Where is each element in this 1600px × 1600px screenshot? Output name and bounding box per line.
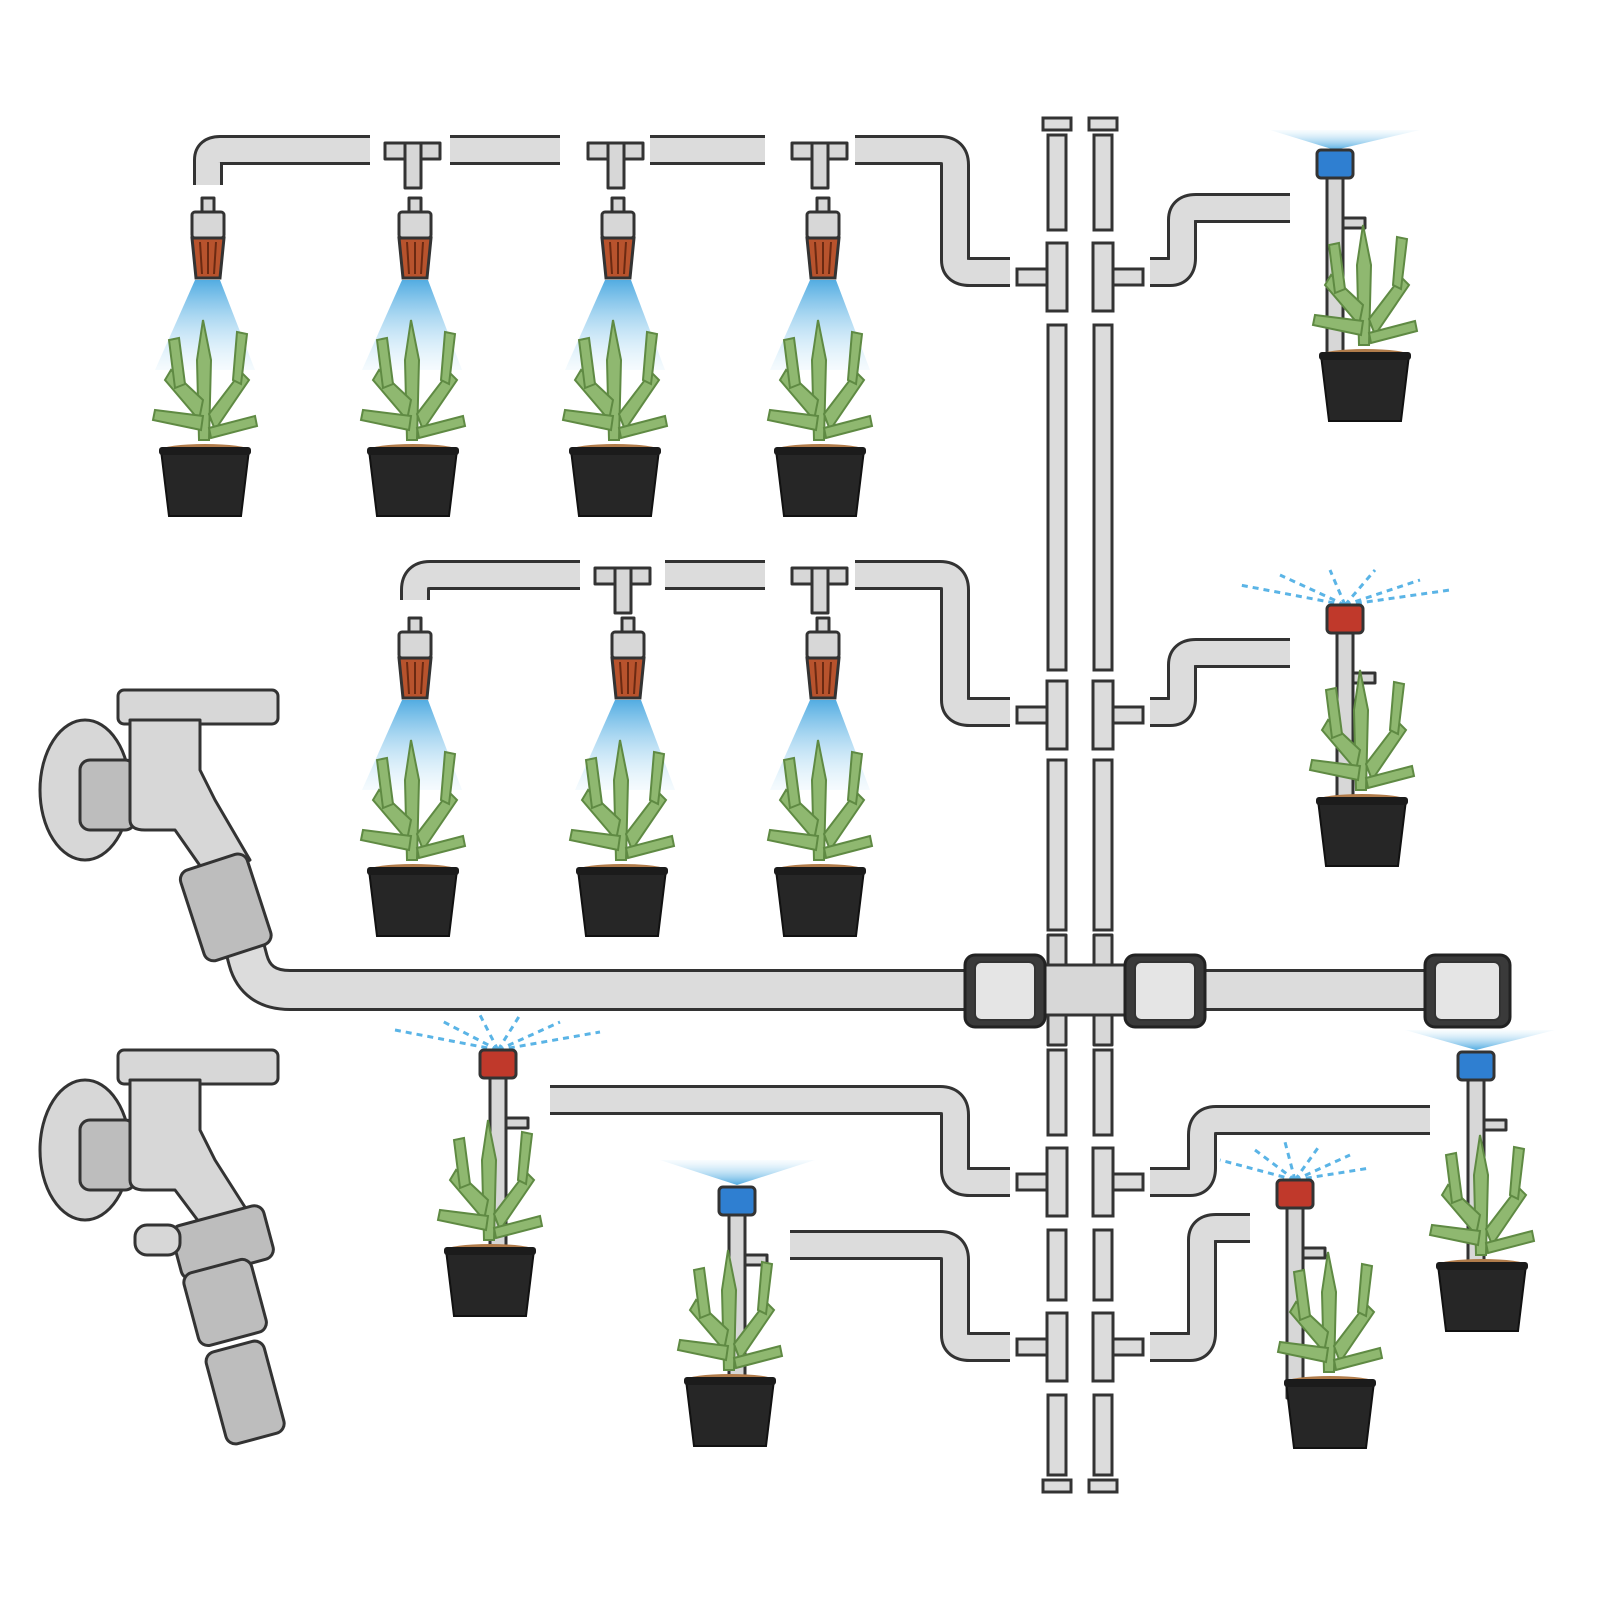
middle-row-tee-connectors: [593, 566, 849, 615]
faucet-bottom: [38, 1048, 286, 1446]
bottom-right-far-stake: [1405, 1030, 1555, 1332]
top-row-nozzles: [190, 196, 841, 280]
right-top-stake: [1270, 130, 1420, 422]
main-supply-pipe: [211, 894, 1430, 1011]
bottom-branch-tubing: [550, 1085, 1430, 1362]
main-tee-and-couplers: [963, 933, 1512, 1047]
right-middle-stake: [1239, 569, 1451, 867]
top-row-plants: [152, 319, 873, 517]
faucet-top: [38, 688, 280, 963]
vertical-tee-connectors: [1015, 241, 1145, 1383]
vertical-distribution-tubes: [1041, 116, 1119, 1494]
top-row-mist-sprays: [155, 280, 870, 370]
middle-row-tubing: [400, 560, 1290, 727]
bottom-center-stake: [660, 1160, 815, 1447]
bottom-left-stake: [394, 1014, 601, 1317]
top-row-tubing: [193, 135, 1290, 287]
bottom-right-near-stake: [1219, 1141, 1383, 1449]
middle-row-nozzles: [397, 616, 841, 700]
top-row-tee-connectors: [383, 141, 849, 190]
